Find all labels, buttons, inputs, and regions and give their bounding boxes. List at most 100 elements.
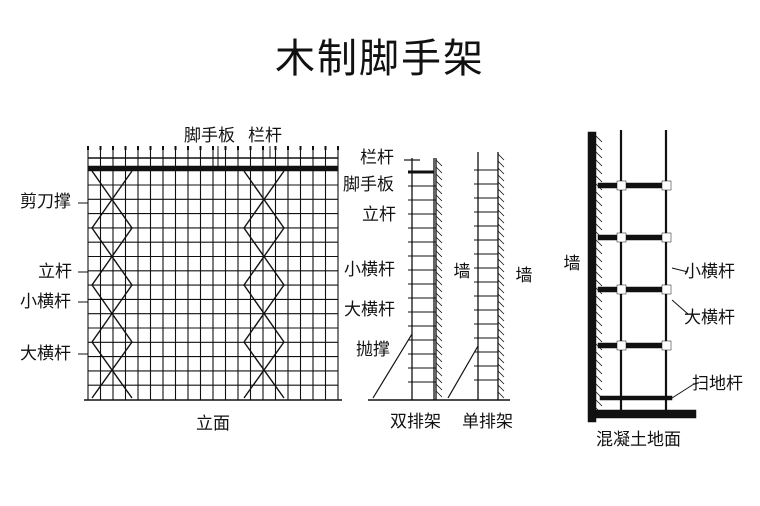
wall-hatch <box>497 307 505 315</box>
detail-ground-label: 混凝土地面 <box>596 430 681 450</box>
leader <box>671 383 695 399</box>
section-label-ledger: 大横杆 <box>344 300 395 320</box>
detail-drawing <box>587 130 697 423</box>
wall-hatch <box>595 215 603 223</box>
section-wall-label-1: 墙 <box>453 262 471 282</box>
leader <box>671 299 689 315</box>
ledger-section <box>661 232 672 243</box>
wall-hatch <box>435 264 443 272</box>
wall-hatch <box>497 202 505 210</box>
putlog-bar <box>597 234 671 241</box>
floor-hatch <box>615 409 623 419</box>
wall-hatch <box>497 356 505 364</box>
wall-hatch <box>435 222 443 230</box>
scissor-brace <box>243 284 285 343</box>
wall-hatch <box>435 369 443 377</box>
floor-hatch <box>647 409 655 419</box>
wall-hatch <box>595 247 603 255</box>
wall-hatch <box>435 243 443 251</box>
label-scissor-brace: 剪刀撑 <box>20 192 71 212</box>
floor-hatch <box>607 409 615 419</box>
wall-hatch <box>497 321 505 329</box>
wall-hatch <box>595 255 603 263</box>
wall-hatch <box>595 199 603 207</box>
wall-hatch <box>595 327 603 335</box>
wall-hatch <box>435 383 443 391</box>
floor-hatch <box>671 409 679 419</box>
wall-hatch <box>595 303 603 311</box>
ledger-section <box>661 180 672 191</box>
wall-hatch <box>435 250 443 258</box>
label-standard: 立杆 <box>38 262 72 282</box>
ledger-section <box>616 284 627 295</box>
leader <box>671 267 689 273</box>
scissor-brace <box>91 227 133 286</box>
wall-hatch <box>595 271 603 279</box>
scissor-brace <box>243 341 285 399</box>
raker <box>372 333 413 399</box>
detail-wall-label: 墙 <box>563 254 581 274</box>
floor-hatch <box>687 409 695 419</box>
section-drawing <box>368 152 510 401</box>
elevation-drawing <box>78 146 342 401</box>
floor-hatch <box>599 409 607 419</box>
label-rail: 栏杆 <box>248 126 282 146</box>
detail-label-sweep-rod: 扫地杆 <box>692 374 743 394</box>
floor-hatch <box>631 409 639 419</box>
scissor-brace <box>91 341 133 399</box>
wall-hatch <box>435 159 443 167</box>
wall-hatch <box>595 279 603 287</box>
putlog-bar <box>597 182 671 189</box>
wall-hatch <box>435 271 443 279</box>
wall-hatch <box>595 399 603 407</box>
wall-hatch <box>497 230 505 238</box>
wall-hatch <box>595 143 603 151</box>
putlog-bar <box>597 342 671 349</box>
wall-hatch <box>595 295 603 303</box>
section-label-rail: 栏杆 <box>360 148 394 168</box>
wall-hatch <box>595 151 603 159</box>
ledger-section <box>661 284 672 295</box>
section-label-putlog: 小横杆 <box>344 260 395 280</box>
ledger-section <box>661 340 672 351</box>
wall-hatch <box>435 348 443 356</box>
wall-hatch <box>435 299 443 307</box>
wall-hatch <box>595 167 603 175</box>
wall-hatch <box>497 349 505 357</box>
wall-hatch <box>435 166 443 174</box>
scissor-brace <box>91 284 133 343</box>
wall-hatch <box>595 367 603 375</box>
wall-hatch <box>595 207 603 215</box>
wall-hatch <box>435 355 443 363</box>
wall-hatch <box>435 194 443 202</box>
putlog-bar <box>597 286 671 293</box>
caption-double-row: 双排架 <box>390 412 441 432</box>
section-label-raker: 抛撑 <box>356 340 390 360</box>
wall-hatch <box>595 191 603 199</box>
wall-hatch <box>497 377 505 385</box>
floor-hatch <box>663 409 671 419</box>
wall-hatch <box>595 375 603 383</box>
wall-hatch <box>497 251 505 259</box>
wall-hatch <box>497 195 505 203</box>
wall-hatch <box>435 201 443 209</box>
wall-hatch <box>497 391 505 399</box>
wall-hatch <box>435 313 443 321</box>
wall-hatch <box>435 180 443 188</box>
wall-hatch <box>595 263 603 271</box>
wall-hatch <box>435 341 443 349</box>
wall-hatch <box>497 258 505 266</box>
wall-hatch <box>595 311 603 319</box>
wall-hatch <box>595 383 603 391</box>
page-title: 木制脚手架 <box>275 36 485 82</box>
scissor-brace <box>243 227 285 286</box>
wall-hatch <box>497 300 505 308</box>
caption-single-row: 单排架 <box>462 412 513 432</box>
wall-hatch <box>497 272 505 280</box>
wall-hatch <box>497 160 505 168</box>
label-board: 脚手板 <box>184 126 235 146</box>
wall-hatch <box>497 167 505 175</box>
wall-hatch <box>497 223 505 231</box>
wall-hatch <box>497 188 505 196</box>
